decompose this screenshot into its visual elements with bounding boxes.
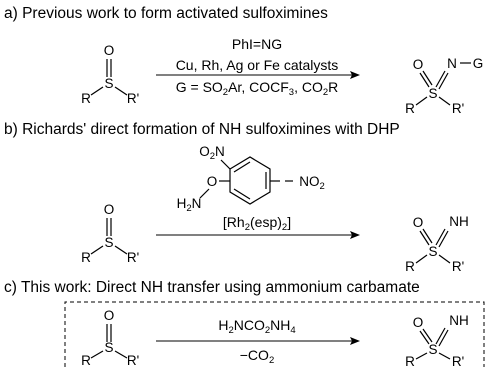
catalysts-text: Cu, Rh, Ag or Fe catalysts xyxy=(176,57,339,73)
ammonium-carbamate-reagent: H2NCO2NH4 xyxy=(218,317,295,336)
r-group: R xyxy=(405,259,415,274)
r-prime-group: R' xyxy=(452,259,464,274)
r-group: R xyxy=(81,250,91,265)
section-c-title: c) This work: Direct NH transfer using a… xyxy=(4,279,420,296)
r-prime-group: R' xyxy=(452,101,464,116)
sulfur-atom: S xyxy=(428,244,437,259)
section-a-title: a) Previous work to form activated sulfo… xyxy=(4,5,328,22)
co2-byproduct: −CO2 xyxy=(240,347,274,366)
dhp-reagent-structure: O2N NO2 O H2N xyxy=(177,144,325,214)
sulfur-atom: S xyxy=(428,342,437,357)
nitrogen-atom: N xyxy=(447,56,457,71)
r-group: R xyxy=(405,101,415,116)
nh-group: NH xyxy=(449,214,469,229)
amino-group: H2N xyxy=(177,196,202,214)
g-definition: G = SO2Ar, COCF3, CO2R xyxy=(176,79,339,98)
sulfoxide-b: O S R R' xyxy=(81,202,139,265)
nitro-group-right: NO2 xyxy=(299,174,325,192)
oxygen-atom: O xyxy=(413,57,424,72)
r-prime-group: R' xyxy=(127,91,139,106)
r-prime-group: R' xyxy=(452,354,464,367)
highlight-box xyxy=(64,301,485,367)
ether-oxygen: O xyxy=(207,174,218,189)
reagent-phi-ng: PhI=NG xyxy=(232,36,282,52)
section-b-title: b) Richards' direct formation of NH sulf… xyxy=(4,121,400,138)
oxygen-atom: O xyxy=(104,43,115,58)
nh-sulfoximine-b: O S NH R R' xyxy=(405,214,469,274)
oxygen-atom: O xyxy=(413,215,424,230)
r-prime-group: R' xyxy=(127,250,139,265)
r-prime-group: R' xyxy=(127,353,139,367)
nh-group: NH xyxy=(449,313,469,328)
sulfur-atom: S xyxy=(428,86,437,101)
oxygen-atom: O xyxy=(104,308,115,323)
sulfur-atom: S xyxy=(104,340,113,355)
g-group: G xyxy=(473,56,484,71)
sulfoxide-a: O S R R' xyxy=(81,43,139,106)
oxygen-atom: O xyxy=(104,202,115,217)
r-group: R xyxy=(405,354,415,367)
r-group: R xyxy=(81,91,91,106)
sulfoxide-c: O S R R' xyxy=(81,308,139,367)
oxygen-atom: O xyxy=(413,315,424,330)
sulfur-atom: S xyxy=(104,76,113,91)
sulfur-atom: S xyxy=(104,235,113,250)
rhodium-catalyst: [Rh2(esp)2] xyxy=(223,214,291,233)
nh-sulfoximine-c: O S NH R R' xyxy=(405,313,469,367)
nitro-group-top: O2N xyxy=(199,144,225,162)
sulfoximine-a: O S N G R R' xyxy=(405,56,483,116)
r-group: R xyxy=(81,353,91,367)
